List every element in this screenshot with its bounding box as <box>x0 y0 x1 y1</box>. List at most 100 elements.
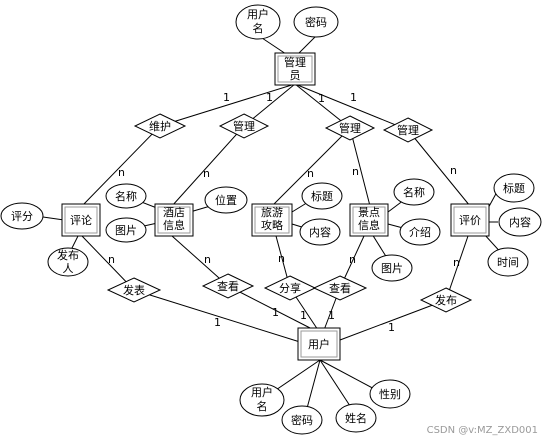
attribute-user-password-label: 密码 <box>291 413 313 427</box>
entity-review[interactable]: 评价 <box>450 203 490 237</box>
attribute-user-username-label-2: 名 <box>257 399 268 413</box>
relationship-manage-hotel-label: 管理 <box>233 119 255 133</box>
attribute-comment-score-label: 评分 <box>11 210 33 223</box>
relationship-share-label: 分享 <box>279 281 301 295</box>
attribute-travel-content[interactable]: 内容 <box>299 218 341 246</box>
attribute-admin-password[interactable]: 密码 <box>293 6 339 38</box>
entity-user[interactable]: 用户 <box>297 327 341 361</box>
card-manage4-review: n <box>450 164 457 177</box>
cardinality-labels: 1 1 1 1 n n n n n n n n n n 1 1 1 1 1 <box>108 91 460 334</box>
card-review-publish: n <box>453 256 460 269</box>
card-manage2-hotel: n <box>203 167 210 180</box>
relationship-view-scenic[interactable]: 查看 <box>312 275 368 301</box>
attribute-review-title-label: 标题 <box>503 181 525 195</box>
attribute-user-password[interactable]: 密码 <box>281 405 323 435</box>
card-view-user: 1 <box>272 306 279 319</box>
relationship-publish[interactable]: 发布 <box>419 287 473 313</box>
attribute-hotel-location-label: 位置 <box>215 193 237 207</box>
entity-hotel[interactable]: 酒店 信息 <box>154 203 194 237</box>
card-admin-manage1: 1 <box>223 91 230 104</box>
card-manage3-scenic: n <box>352 165 359 178</box>
relationship-view-scenic-label: 查看 <box>329 281 351 295</box>
card-manage1-comment: n <box>118 166 125 179</box>
edge-manage3-travel <box>271 127 351 207</box>
attribute-user-name-label: 姓名 <box>345 411 367 425</box>
card-scenic-view: n <box>349 253 356 266</box>
card-admin-manage4: 1 <box>350 91 357 104</box>
card-travel-share: n <box>278 252 285 265</box>
attribute-user-name[interactable]: 姓名 <box>335 403 377 433</box>
attribute-comment-publisher[interactable]: 发布 人 <box>47 247 89 277</box>
attribute-admin-username[interactable]: 用户 名 <box>235 4 281 40</box>
relationship-manage-hotel[interactable]: 管理 <box>218 113 270 139</box>
attribute-hotel-image[interactable]: 图片 <box>105 217 147 243</box>
attribute-travel-content-label: 内容 <box>309 225 331 239</box>
attribute-admin-username-label-2: 名 <box>253 21 264 35</box>
relationship-maintain[interactable]: 维护 <box>133 113 187 139</box>
relationship-publish-label: 发布 <box>435 293 457 307</box>
attribute-hotel-location[interactable]: 位置 <box>204 186 248 214</box>
attribute-comment-publisher-label-1: 发布 <box>57 248 79 262</box>
attribute-user-username[interactable]: 用户 名 <box>239 383 285 417</box>
entity-admin-label-1: 管理 <box>284 55 306 69</box>
edge-user-name <box>319 359 355 413</box>
edge-user-gender <box>319 359 381 393</box>
entity-user-label: 用户 <box>308 337 330 351</box>
attribute-hotel-image-label: 图片 <box>115 224 137 237</box>
attribute-scenic-intro-label: 介绍 <box>409 225 431 239</box>
entity-scenic[interactable]: 景点 信息 <box>349 203 389 237</box>
relationship-post-label: 发表 <box>123 283 145 297</box>
entity-admin[interactable]: 管理 员 <box>274 52 316 86</box>
attribute-review-title[interactable]: 标题 <box>493 173 535 203</box>
edge-admin-password <box>297 35 317 55</box>
edge-admin-manage1 <box>159 83 296 127</box>
attribute-review-time-label: 时间 <box>497 256 519 269</box>
attribute-comment-publisher-label-2: 人 <box>63 262 74 275</box>
edge-manage1-comment <box>81 125 161 207</box>
attribute-scenic-image[interactable]: 图片 <box>371 254 413 282</box>
relationship-manage-review[interactable]: 管理 <box>382 117 434 143</box>
attribute-comment-score[interactable]: 评分 <box>0 202 44 230</box>
card-publish-user: 1 <box>388 321 395 334</box>
attribute-user-gender[interactable]: 性别 <box>369 379 411 409</box>
attribute-travel-title-label: 标题 <box>311 189 333 203</box>
relationship-share[interactable]: 分享 <box>263 275 317 301</box>
attribute-review-content-label: 内容 <box>509 215 531 229</box>
edge-user-password <box>305 359 321 413</box>
attribute-scenic-name-label: 名称 <box>403 185 425 199</box>
edge-admin-manage4 <box>294 83 409 131</box>
attribute-review-content[interactable]: 内容 <box>498 207 542 237</box>
attribute-hotel-name[interactable]: 名称 <box>105 183 147 209</box>
entity-review-label: 评价 <box>459 214 481 227</box>
entity-travel[interactable]: 旅游 攻略 <box>251 203 293 237</box>
card-admin-manage3: 1 <box>318 92 325 105</box>
edge-post-user <box>133 289 301 343</box>
attribute-review-time[interactable]: 时间 <box>487 247 529 277</box>
edge-manage2-hotel <box>171 125 245 207</box>
relationship-manage-content-label: 管理 <box>339 121 361 135</box>
attribute-scenic-intro[interactable]: 介绍 <box>399 218 441 246</box>
edge-admin-username <box>261 37 287 55</box>
entity-comment-label: 评论 <box>70 213 92 227</box>
card-hotel-view: n <box>204 253 211 266</box>
relationship-manage-content[interactable]: 管理 <box>324 115 376 141</box>
card-share-user: 1 <box>300 309 307 322</box>
entities: 管理 员 评论 酒店 信息 旅游 攻略 景点 信息 <box>61 52 490 361</box>
entity-travel-label-1: 旅游 <box>261 205 283 219</box>
relationship-post[interactable]: 发表 <box>106 277 162 303</box>
edge-view-user <box>227 285 315 331</box>
attribute-travel-title[interactable]: 标题 <box>301 182 343 210</box>
card-scenicview-user: 1 <box>328 309 335 322</box>
watermark: CSDN @v:MZ_ZXD001 <box>427 425 538 436</box>
edge-comment-post <box>81 235 135 291</box>
attribute-hotel-name-label: 名称 <box>115 189 137 203</box>
relationship-view-hotel[interactable]: 查看 <box>201 273 255 299</box>
card-admin-manage2: 1 <box>266 91 273 104</box>
attribute-scenic-name[interactable]: 名称 <box>393 178 435 206</box>
entity-comment[interactable]: 评论 <box>61 203 101 237</box>
relationship-maintain-label: 维护 <box>149 119 171 133</box>
edge-user-username <box>269 359 321 395</box>
attribute-admin-username-label-1: 用户 <box>247 7 269 21</box>
attribute-user-username-label-1: 用户 <box>251 385 273 399</box>
edge-publish-user <box>339 299 447 341</box>
